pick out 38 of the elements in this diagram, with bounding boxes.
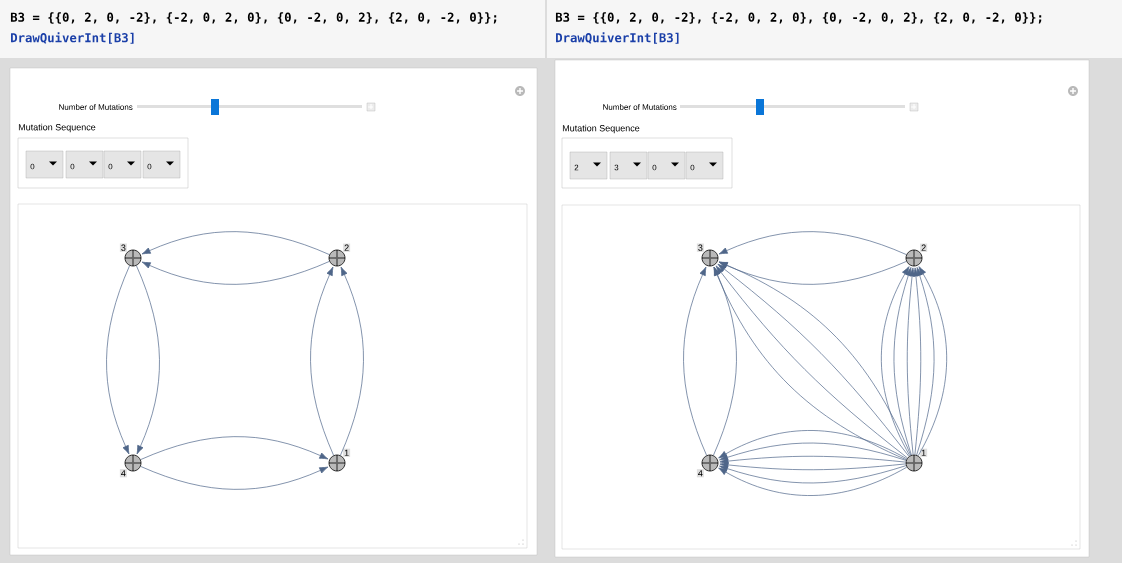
arrow bbox=[718, 430, 908, 460]
arrow bbox=[719, 465, 907, 484]
arrow bbox=[916, 267, 935, 456]
arrow bbox=[906, 267, 916, 455]
dropdown-menu: 2 bbox=[569, 151, 608, 180]
code-line: DrawQuiverInt[B3] bbox=[556, 32, 679, 44]
slider-label: Number of Mutations bbox=[603, 104, 677, 110]
arrow bbox=[141, 261, 330, 285]
slider-label: Number of Mutations bbox=[59, 104, 133, 110]
dropdown-menu: 0 bbox=[142, 150, 181, 179]
dropdown-menu: 0 bbox=[65, 150, 104, 179]
dropdown-menu: 0 bbox=[647, 151, 686, 180]
arrow bbox=[719, 461, 906, 471]
arrow bbox=[881, 266, 911, 457]
arrow bbox=[136, 265, 160, 455]
arrow bbox=[912, 267, 922, 455]
arrow bbox=[718, 231, 907, 255]
code-line: DrawQuiverInt[B3] bbox=[11, 32, 134, 44]
dropdown-menu: 3 bbox=[609, 151, 648, 180]
arrow bbox=[719, 442, 907, 461]
arrow bbox=[140, 466, 329, 490]
control-label: Mutation Sequence bbox=[18, 123, 96, 133]
code-line: B3 = {{0, 2, 0, -2}, {-2, 0, 2, 0}, {0, -2, 0, 2}, {2, 0, -2, 0}}; bbox=[10, 12, 497, 24]
arrow bbox=[310, 266, 334, 456]
dropdown-menu: 0 bbox=[103, 150, 142, 179]
arrow bbox=[893, 267, 912, 456]
dropdown-menu: 0 bbox=[685, 151, 724, 180]
arrow bbox=[106, 265, 130, 455]
arrow bbox=[719, 455, 906, 465]
dropdown-menu: 0 bbox=[25, 150, 64, 179]
arrow bbox=[141, 231, 330, 255]
arrow bbox=[917, 266, 947, 457]
arrow bbox=[340, 266, 364, 456]
arrow bbox=[718, 466, 908, 496]
arrow bbox=[140, 436, 329, 460]
code-line: B3 = {{0, 2, 0, -2}, {-2, 0, 2, 0}, {0, -2, 0, 2}, {2, 0, -2, 0}}; bbox=[555, 12, 1042, 24]
arrow bbox=[683, 266, 707, 456]
control-label: Mutation Sequence bbox=[562, 124, 640, 134]
